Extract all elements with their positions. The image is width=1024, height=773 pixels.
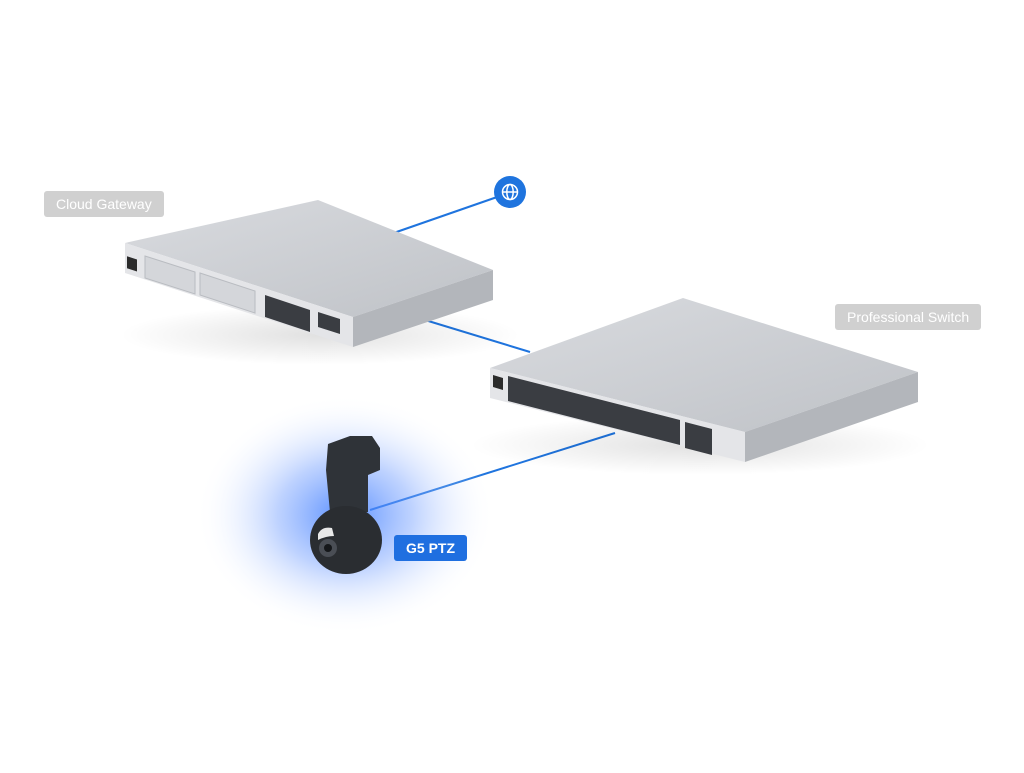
professional-switch-device	[470, 298, 930, 475]
link-gateway-internet	[384, 195, 501, 237]
cloud-gateway-device	[120, 200, 520, 365]
cloud-gateway-label: Cloud Gateway	[44, 191, 164, 217]
professional-switch-label: Professional Switch	[835, 304, 982, 330]
g5-ptz-camera	[195, 395, 495, 635]
g5-ptz-label: G5 PTZ	[394, 535, 468, 561]
internet-node	[494, 176, 526, 208]
globe-icon	[501, 183, 519, 201]
